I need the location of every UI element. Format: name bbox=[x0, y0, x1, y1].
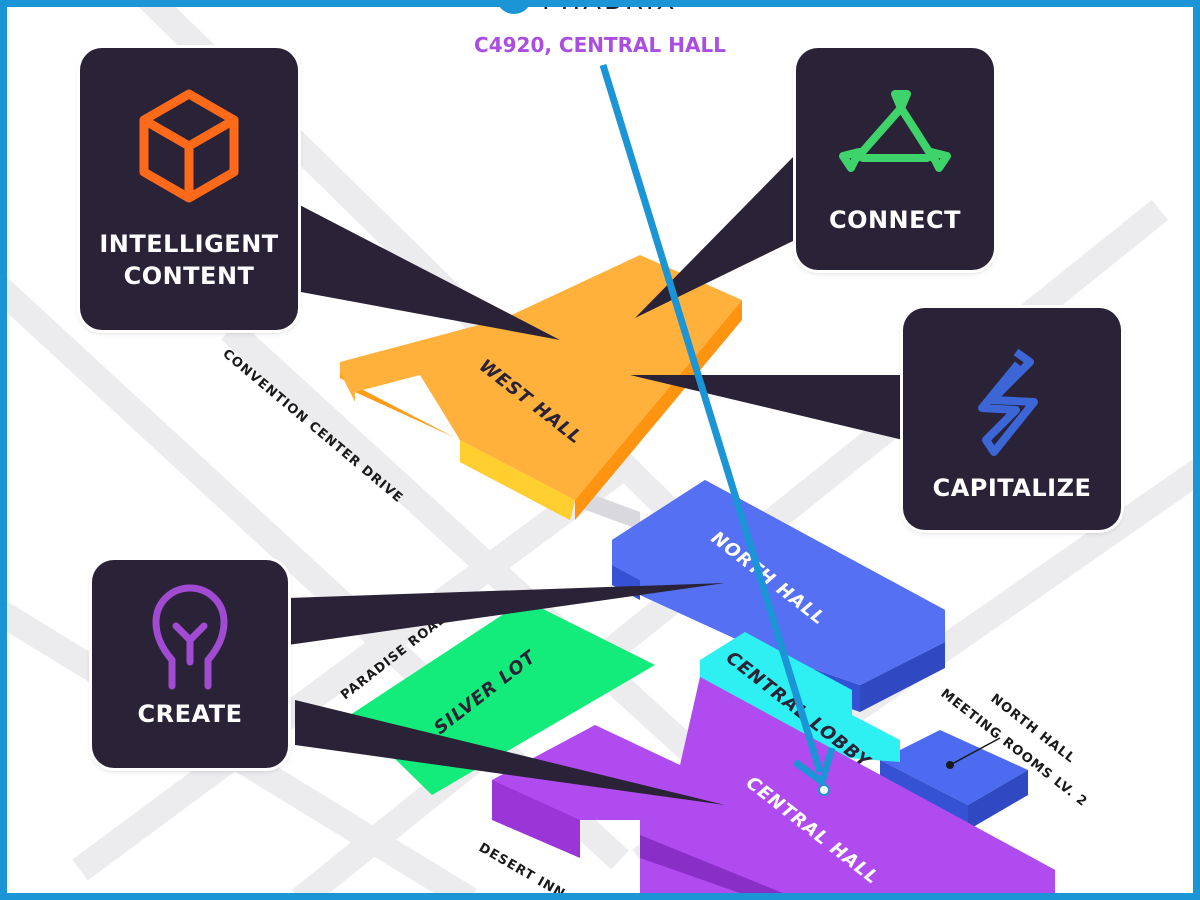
callout-label: INTELLIGENT CONTENT bbox=[99, 230, 279, 290]
callout-intelligent-content[interactable]: INTELLIGENT CONTENT bbox=[80, 48, 298, 330]
booth-arrow bbox=[599, 63, 836, 796]
meeting-rooms-dot bbox=[946, 761, 954, 769]
callout-label: CREATE bbox=[137, 700, 243, 728]
callout-connect[interactable]: CONNECT bbox=[796, 48, 994, 270]
booth-location: C4920, CENTRAL HALL bbox=[474, 33, 726, 57]
callout-capitalize[interactable]: CAPITALIZE bbox=[903, 308, 1121, 530]
booth-marker bbox=[818, 784, 830, 796]
meeting-rooms-pointer bbox=[949, 737, 1001, 766]
central-hall[interactable] bbox=[492, 677, 1055, 900]
cube-icon bbox=[139, 89, 239, 203]
lightbulb-icon bbox=[152, 584, 228, 690]
callout-pointers bbox=[288, 155, 903, 805]
phabrix-logo-icon bbox=[496, 0, 532, 14]
triangle-nodes-icon bbox=[839, 90, 951, 172]
lightning-icon bbox=[978, 348, 1038, 456]
callout-label: CAPITALIZE bbox=[932, 474, 1092, 502]
west-hall[interactable] bbox=[340, 255, 742, 520]
callout-create[interactable]: CREATE bbox=[92, 560, 288, 768]
brand-tagline: A Leader Company bbox=[544, 0, 640, 8]
callout-label: CONNECT bbox=[828, 206, 962, 234]
phabrix-logo: PHABRIX A Leader Company bbox=[494, 0, 704, 24]
